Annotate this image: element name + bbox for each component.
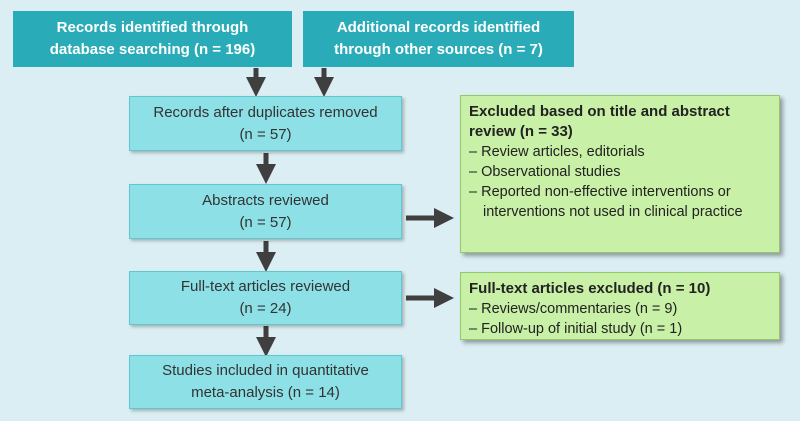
abstracts-reviewed-box: Abstracts reviewed (n = 57)	[129, 184, 402, 239]
duplicates-removed-line1: Records after duplicates removed	[153, 103, 378, 121]
other-sources-line1: Additional records identified	[336, 19, 541, 36]
studies-included-box: Studies included in quantitative meta-an…	[129, 355, 402, 409]
abstracts-reviewed-line1: Abstracts reviewed	[202, 191, 329, 209]
studies-included-line2: meta-analysis (n = 14)	[191, 384, 340, 401]
excluded-fulltext-item: Follow-up of initial study (n = 1)	[469, 319, 771, 339]
excluded-fulltext-item: Reviews/commentaries (n = 9)	[469, 299, 771, 319]
studies-included-line1: Studies included in quantitative	[162, 362, 369, 379]
excluded-abstract-box: Excluded based on title and abstract rev…	[460, 95, 780, 253]
other-sources-box: Additional records identified through ot…	[303, 11, 574, 67]
excluded-abstract-item: Reported non-effective interventions or …	[469, 182, 771, 222]
database-search-line2: database searching (n = 196)	[49, 41, 256, 58]
database-search-box: Records identified through database sear…	[13, 11, 292, 67]
excluded-fulltext-list: Reviews/commentaries (n = 9) Follow-up o…	[469, 299, 771, 339]
abstracts-reviewed-line2: (n = 57)	[239, 213, 292, 231]
other-sources-line2: through other sources (n = 7)	[334, 41, 543, 58]
excluded-abstract-item: Observational studies	[469, 162, 771, 182]
excluded-abstract-list: Review articles, editorials Observationa…	[469, 142, 771, 222]
duplicates-removed-line2: (n = 57)	[239, 125, 292, 143]
fulltext-reviewed-box: Full-text articles reviewed (n = 24)	[129, 271, 402, 325]
fulltext-reviewed-line2: (n = 24)	[239, 300, 292, 317]
excluded-fulltext-title: Full-text articles excluded (n = 10)	[469, 280, 711, 297]
excluded-abstract-item: Review articles, editorials	[469, 142, 771, 162]
database-search-line1: Records identified through	[56, 19, 249, 36]
duplicates-removed-box: Records after duplicates removed (n = 57…	[129, 96, 402, 151]
excluded-fulltext-box: Full-text articles excluded (n = 10) Rev…	[460, 272, 780, 340]
excluded-abstract-title: Excluded based on title and abstract rev…	[469, 103, 730, 140]
fulltext-reviewed-line1: Full-text articles reviewed	[180, 278, 351, 295]
